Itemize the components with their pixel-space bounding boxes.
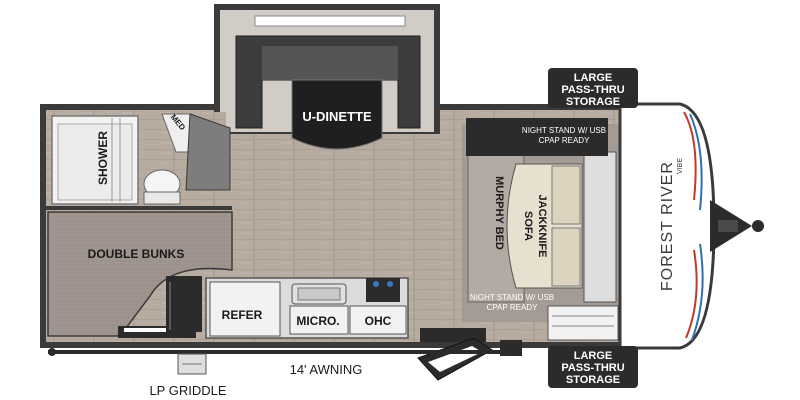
night-stand-bottom-label-1: NIGHT STAND W/ USB	[470, 293, 554, 302]
overhead-cabinet	[349, 305, 407, 335]
storage-top-line-3: STORAGE	[566, 96, 620, 108]
front-cap-stripe-red-2	[685, 249, 698, 339]
dinette-table	[291, 79, 383, 150]
storage-top-line-1: LARGE	[574, 72, 613, 84]
night-stand-top	[466, 118, 608, 156]
hitch-jack	[718, 220, 738, 232]
bunk-step-rail	[124, 328, 190, 332]
brand-model: VIBE	[677, 158, 684, 174]
shower-label: SHOWER	[96, 131, 110, 185]
toilet-tank	[143, 191, 181, 205]
sofa-label: SOFA	[522, 211, 534, 241]
shelf-unit	[547, 305, 619, 341]
shower-pan	[57, 123, 133, 201]
ohc-label: OHC	[365, 314, 392, 328]
micro-label: MICRO.	[296, 314, 339, 328]
microwave	[289, 305, 349, 335]
dinette-back-cushion	[262, 46, 398, 80]
night-stand-bottom-label-2: CPAP READY	[487, 303, 538, 312]
sofa-cushion-top	[551, 165, 581, 225]
hitch-coupler	[752, 220, 764, 232]
brand-name: FOREST RIVER	[659, 161, 676, 291]
front-cap-stripe-blue-2	[691, 243, 704, 341]
murphy-bed-label: MURPHY BED	[493, 176, 505, 250]
sink-basin	[297, 287, 341, 301]
front-cap-stripe-blue	[689, 113, 703, 211]
sofa-cushion-bottom	[551, 227, 581, 287]
storage-bottom-line-2: PASS-THRU	[561, 362, 624, 374]
closet-panel	[166, 276, 202, 332]
lp-griddle-label: LP GRIDDLE	[149, 383, 226, 398]
awning-end-left	[48, 348, 56, 356]
awning-label: 14' AWNING	[290, 362, 363, 377]
night-stand-top-label-1: NIGHT STAND W/ USB	[522, 126, 606, 135]
entry-door-frame	[420, 328, 486, 342]
storage-top-line-2: PASS-THRU	[561, 84, 624, 96]
sofa-back-wall	[583, 151, 617, 303]
front-cap-stripe-red	[683, 111, 697, 201]
refrigerator	[209, 281, 281, 337]
night-stand-top-label-2: CPAP READY	[539, 136, 590, 145]
double-bunks-label: DOUBLE BUNKS	[88, 247, 185, 261]
awning-end-right	[512, 348, 520, 356]
bath-door-wall	[185, 113, 231, 191]
storage-bottom-line-3: STORAGE	[566, 374, 620, 386]
cooktop	[366, 278, 400, 302]
refer-label: REFER	[222, 308, 263, 322]
double-bunks	[47, 211, 233, 337]
storage-bottom-box	[548, 346, 638, 388]
storage-bottom-line-1: LARGE	[574, 350, 613, 362]
burner-1	[373, 281, 379, 287]
jackknife-label: JACKKNIFE	[536, 195, 548, 258]
burner-2	[387, 281, 393, 287]
storage-top-box	[548, 68, 638, 108]
slideout-window	[254, 15, 406, 27]
u-dinette-label: U-DINETTE	[302, 109, 372, 124]
